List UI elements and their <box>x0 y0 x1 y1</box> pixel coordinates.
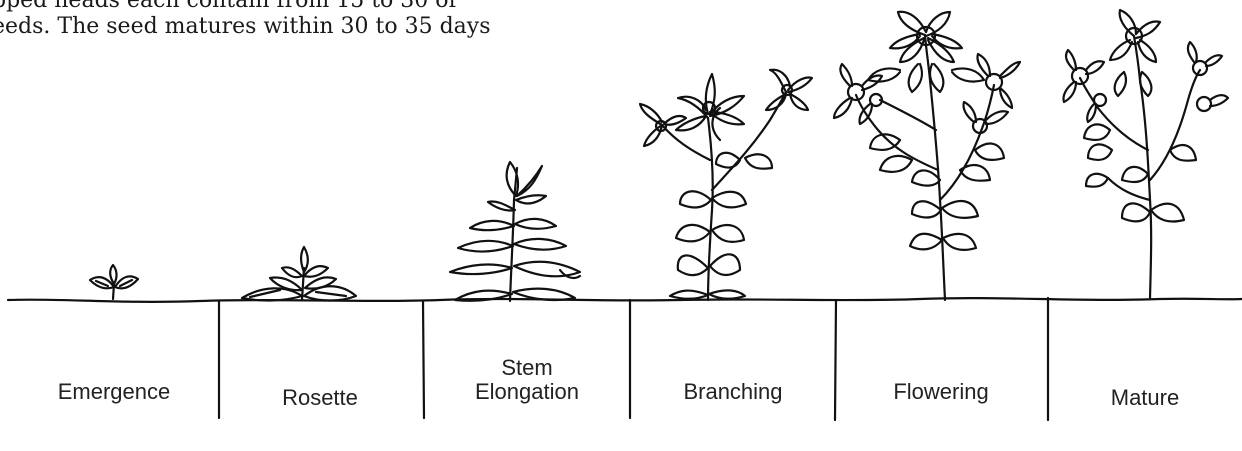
stage-divider <box>835 300 836 420</box>
soil-line <box>8 298 1242 302</box>
stage-label-rosette: Rosette <box>222 386 418 410</box>
mature-plant-icon <box>1063 10 1228 298</box>
stage-label-emergence: Emergence <box>24 380 204 404</box>
rosette-plant-icon <box>242 247 356 301</box>
stage-label-flowering: Flowering <box>838 380 1044 404</box>
branching-plant-icon <box>640 70 812 300</box>
elongating-plant-icon <box>450 162 580 301</box>
flowering-plant-icon <box>834 12 1020 300</box>
stage-label-mature: Mature <box>1050 386 1240 410</box>
stage-label-stem-elongation: Stem Elongation <box>427 356 627 404</box>
stage-label-branching: Branching <box>633 380 833 404</box>
stage-divider <box>423 301 424 418</box>
seedling-icon <box>90 265 138 299</box>
